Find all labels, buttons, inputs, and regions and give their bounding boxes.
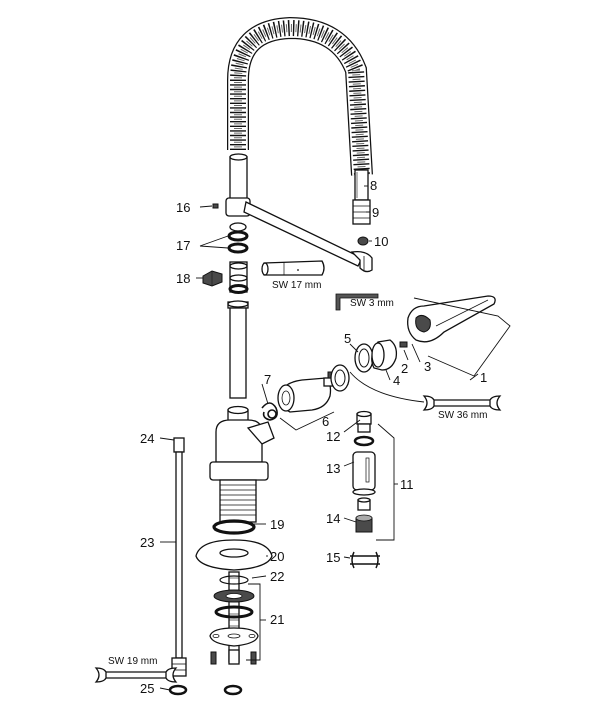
wrench-sw36-icon [422,395,502,411]
tool-label-sw3: SW 3 mm [350,298,394,309]
lever-handle-part-1 [407,295,496,343]
o-rings-part-17 [227,222,249,254]
hose-end-part-8 [354,169,369,201]
label-part-18: 18 [176,271,190,286]
base-plate-part-20 [195,539,273,571]
riser-pipe [227,300,249,399]
supply-hose-part-23 [171,437,187,677]
tool-label-sw19: SW 19 mm [108,656,157,667]
tool-labels: SW 3 mm SW 17 mm SW 36 mm SW 19 mm [108,280,487,667]
label-part-7: 7 [264,372,271,387]
clip-part-15 [350,551,380,569]
spring-hose [227,16,373,176]
clip-part-7 [261,402,278,421]
label-part-1: 1 [480,370,487,385]
label-part-2: 2 [401,361,408,376]
label-part-16: 16 [176,200,190,215]
label-part-19: 19 [270,517,284,532]
faucet-body [209,405,275,523]
bearing-insert [228,261,249,294]
label-part-14: 14 [326,511,340,526]
label-part-6: 6 [322,414,329,429]
label-part-3: 3 [424,359,431,374]
holder-arm [243,201,373,273]
label-part-12: 12 [326,429,340,444]
spray-head-part-11 [352,410,376,533]
leader-lines [159,185,511,691]
label-part-4: 4 [393,373,400,388]
label-part-9: 9 [372,205,379,220]
screw-part-2 [399,341,408,348]
sleeve-part-4 [371,339,398,371]
nut-part-18 [202,270,223,287]
label-part-8: 8 [370,178,377,193]
label-part-23: 23 [140,535,154,550]
label-part-10: 10 [374,234,388,249]
washer-part-25 [168,684,188,696]
base-seal-part-19 [212,519,256,535]
seal-ring-part-10 [357,236,369,246]
wrench-sw19-icon [94,667,178,683]
part-labels: 1 2 3 4 5 6 7 8 9 10 11 12 13 14 15 16 1… [140,178,487,696]
label-part-25: 25 [140,681,154,696]
washer-part-25b [223,684,243,696]
label-part-24: 24 [140,431,154,446]
label-part-15: 15 [326,550,340,565]
tool-label-sw17: SW 17 mm [272,280,321,291]
socket-wrench-sw17-icon [261,260,325,276]
label-part-21: 21 [270,612,284,627]
cartridge-part-6 [277,371,335,413]
allen-key-sw3-icon [335,293,379,311]
grub-screw-part-16 [212,203,219,209]
label-part-13: 13 [326,461,340,476]
label-part-5: 5 [344,331,351,346]
bonnet-part-5 [330,343,374,392]
label-part-20: 20 [270,549,284,564]
label-part-17: 17 [176,238,190,253]
label-part-22: 22 [270,569,284,584]
mounting-set-part-21 [209,575,259,665]
tool-label-sw36: SW 36 mm [438,410,487,421]
label-part-11: 11 [400,477,414,492]
